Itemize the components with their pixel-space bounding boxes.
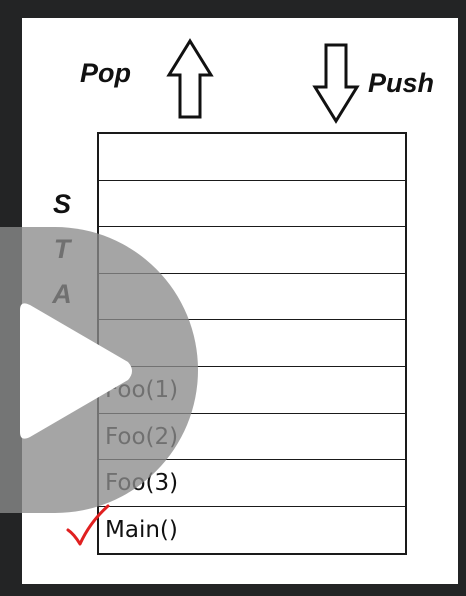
stack-cell-main: Main() — [105, 516, 178, 543]
checkmark-icon — [66, 504, 110, 546]
stack-cell — [99, 181, 405, 228]
stack-cell — [99, 134, 405, 181]
stack-letter: S — [52, 189, 71, 219]
arrow-down-icon — [312, 43, 360, 124]
stack-cell — [99, 274, 405, 321]
stack-cell — [99, 227, 405, 274]
push-label: Push — [368, 68, 435, 98]
play-icon[interactable] — [12, 300, 136, 442]
arrow-up-icon — [166, 38, 214, 119]
stack-cell — [99, 320, 405, 367]
pop-label: Pop — [80, 58, 131, 88]
